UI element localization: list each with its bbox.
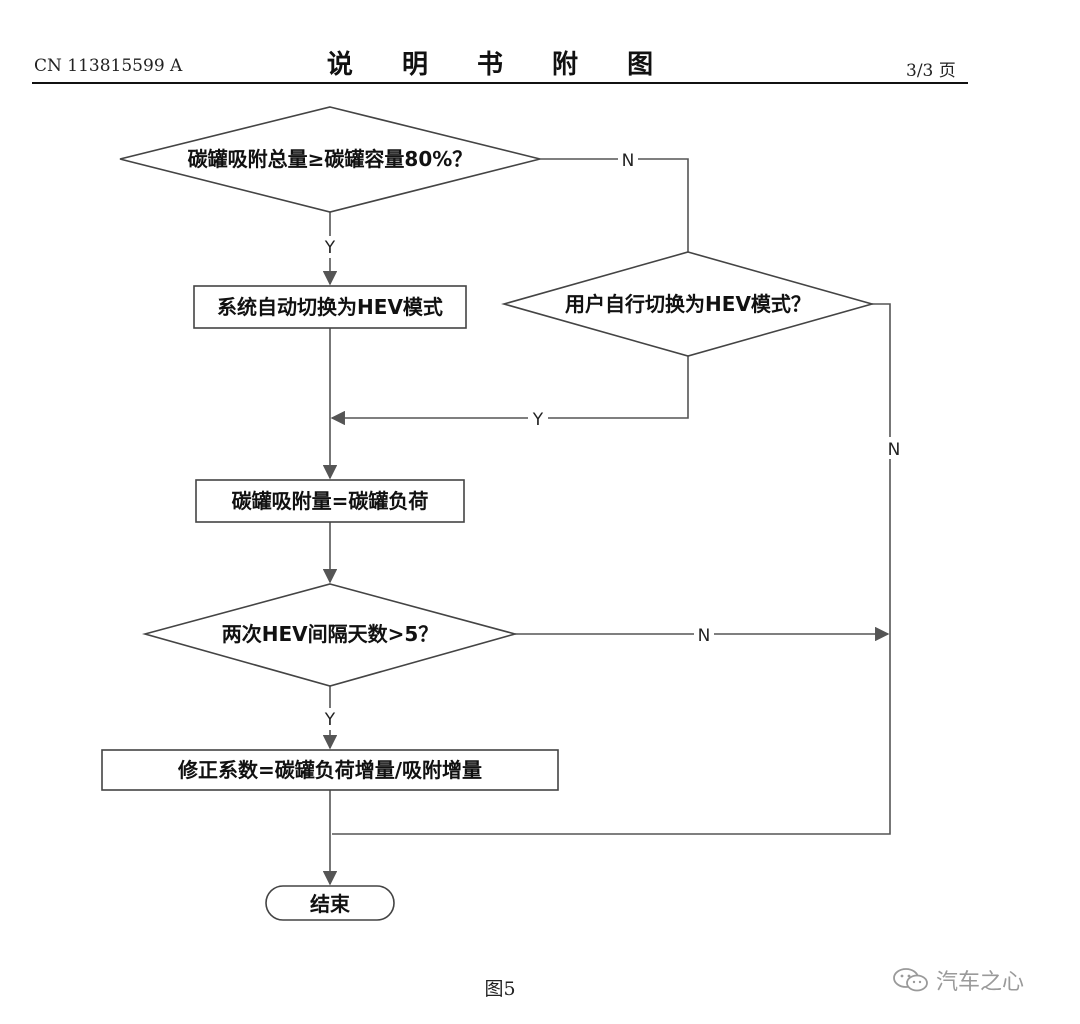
edge-labels: N Y Y N N Y	[320, 148, 902, 730]
process-canister-load-label: 碳罐吸附量=碳罐负荷	[232, 489, 429, 513]
edge-d2-yes	[330, 356, 689, 426]
process-auto-switch-hev-label: 系统自动切换为HEV模式	[217, 295, 443, 319]
edge-label-d3-yes: Y	[324, 710, 336, 730]
decision-user-switch-hev: 用户自行切换为HEV模式？	[501, 251, 875, 357]
edge-label-d3-no: N	[698, 626, 711, 646]
process-correction-factor: 修正系数=碳罐负荷增量/吸附增量	[101, 749, 559, 791]
edge-label-d2-no: N	[888, 440, 901, 460]
figure-caption: 图5	[484, 978, 516, 1000]
header-rule	[32, 82, 968, 84]
decision-hev-interval: 两次HEV间隔天数>5？	[141, 583, 519, 687]
edge-d1-no	[540, 158, 689, 252]
page-number: 3/3 页	[906, 61, 956, 81]
process-correction-factor-label: 修正系数=碳罐负荷增量/吸附增量	[177, 758, 482, 782]
edge-label-d1-no: N	[622, 151, 635, 171]
wechat-icon	[893, 968, 928, 992]
doc-number: CN 113815599 A	[34, 56, 183, 76]
terminal-end-label: 结束	[310, 892, 351, 916]
decision-hev-interval-label: 两次HEV间隔天数>5？	[222, 622, 439, 646]
decision-user-switch-hev-label: 用户自行切换为HEV模式？	[565, 292, 811, 316]
process-auto-switch-hev: 系统自动切换为HEV模式	[193, 285, 467, 329]
decision-adsorption-capacity: 碳罐吸附总量≥碳罐容量80%？	[119, 106, 541, 213]
edge-label-d1-yes: Y	[324, 238, 336, 258]
process-canister-load: 碳罐吸附量=碳罐负荷	[195, 479, 465, 523]
watermark: 汽车之心	[892, 964, 1024, 996]
terminal-end: 结束	[265, 885, 395, 921]
watermark-text: 汽车之心	[936, 970, 1025, 995]
page-title: 说 明 书 附 图	[326, 50, 674, 80]
edge-d2-no	[332, 303, 891, 835]
decision-adsorption-capacity-label: 碳罐吸附总量≥碳罐容量80%？	[188, 147, 473, 171]
edge-label-d2-yes: Y	[532, 410, 544, 430]
